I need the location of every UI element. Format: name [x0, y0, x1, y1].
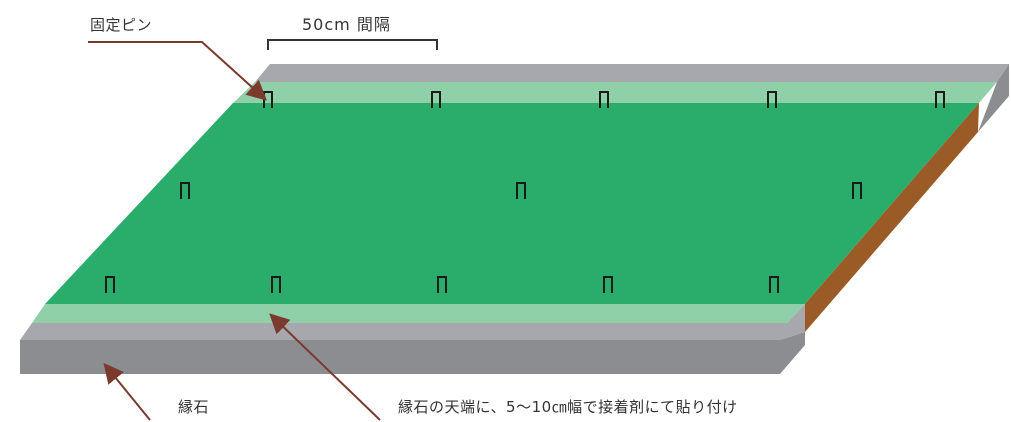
- fixing-pins: [105, 91, 945, 293]
- fixing-pin-icon: [603, 276, 613, 293]
- fixing-pin-icon: [852, 182, 862, 199]
- front-curb-front-face: [20, 340, 780, 374]
- fixing-pin-icon: [180, 182, 190, 199]
- front-curb-top: [20, 304, 805, 340]
- front-curb-side-face: [780, 332, 805, 374]
- fixing-pin-icon: [516, 182, 526, 199]
- fixing-pin-icon: [935, 91, 945, 108]
- artificial-turf: [45, 103, 979, 304]
- fixing-pin-icon: [769, 276, 779, 293]
- curb-leader-arrow: [103, 362, 151, 421]
- pin-spacing-label: 50cm 間隔: [302, 15, 391, 34]
- adhesive-leader-arrow: [269, 313, 381, 421]
- adhesive-note-label: 縁石の天端に、5〜10㎝幅で接着剤にて貼り付け: [398, 398, 738, 416]
- fixing-pin-icon: [599, 91, 609, 108]
- curb-stone-label: 縁石: [178, 398, 210, 416]
- fixing-pin-icon: [437, 276, 447, 293]
- spacing-bracket: [267, 39, 438, 50]
- fixing-pin-icon: [431, 91, 441, 108]
- back-curb-right-face: [978, 64, 1009, 132]
- soil-edge: [805, 103, 979, 332]
- pin-leader-arrow: [88, 41, 267, 101]
- fixing-pin-icon: [271, 276, 281, 293]
- fixing-pin-icon: [105, 276, 115, 293]
- back-curb-top: [255, 64, 1009, 82]
- fixing-pin-icon: [767, 91, 777, 108]
- fixing-pin-label: 固定ピン: [90, 16, 153, 34]
- back-adhesive-strip: [233, 82, 997, 103]
- front-adhesive-strip: [32, 304, 805, 323]
